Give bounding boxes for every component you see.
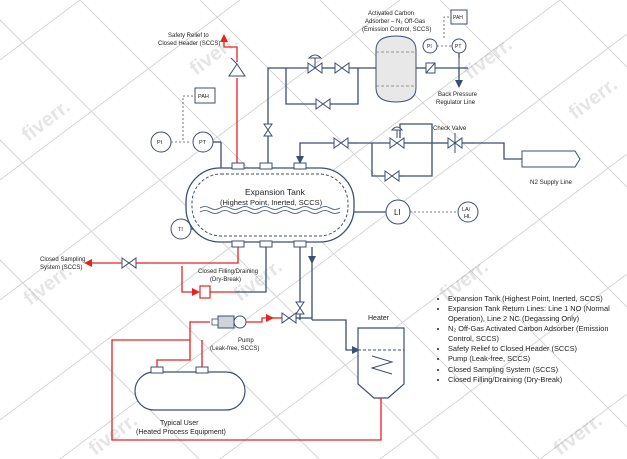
la-hl-text: LA/ xyxy=(462,207,471,213)
tank-title: Expansion Tank xyxy=(245,187,306,197)
level-instruments: LI LA/ HL xyxy=(354,199,479,225)
user-vessel xyxy=(134,371,246,411)
pump-label: Pump xyxy=(238,338,254,344)
pressure-instruments-top: PAH PI PT xyxy=(422,9,468,58)
sampling-label: Closed Sampling xyxy=(40,257,85,263)
watermark: fiverr. xyxy=(18,96,75,146)
bypass-valve-icon xyxy=(315,98,331,110)
valve-icon xyxy=(334,62,350,74)
expansion-tank xyxy=(185,162,355,248)
liquid-level xyxy=(199,206,341,214)
sampling-line xyxy=(84,247,239,269)
carbon-label: (Emission Control, SCCS) xyxy=(362,27,431,33)
isolation-valve-icon xyxy=(333,137,349,149)
legend-item: Expansion Tank Return Lines: Line 1 NO (… xyxy=(448,304,623,323)
pt-top-text: PT xyxy=(455,44,461,50)
user-label: (Heated Process Equipment) xyxy=(136,429,226,436)
pt-left-text: PT xyxy=(199,140,207,146)
typical-user xyxy=(134,340,246,411)
legend-item: Closed Filling/Draining (Dry-Break) xyxy=(448,375,623,384)
check-valve-label: Check Valve xyxy=(433,126,467,132)
carbon-label: Activated Carbon xyxy=(368,11,414,17)
relief-valve-icon xyxy=(228,57,246,77)
n2-supply-label: N2 Supply Line xyxy=(530,179,573,186)
vent-valve-icon xyxy=(263,123,273,137)
legend: Expansion Tank (Highest Point, Inerted, … xyxy=(440,294,623,386)
la-hl-circle xyxy=(457,201,479,223)
carbon-adsorber xyxy=(375,35,468,103)
back-pressure-label: Back Pressure xyxy=(438,92,478,98)
filling-label: Closed Filling/Draining xyxy=(198,269,258,275)
heater-coil-icon xyxy=(370,355,394,375)
tank-inner xyxy=(191,173,349,237)
vent-line xyxy=(263,54,376,163)
bypass-n2-valve-icon xyxy=(384,170,400,182)
pump-icon xyxy=(233,315,247,329)
heater-label: Heater xyxy=(368,315,390,322)
watermark: fiverr. xyxy=(565,74,622,124)
la-hl-text: HL xyxy=(464,214,471,220)
safety-relief-line xyxy=(220,34,246,168)
pump xyxy=(156,312,312,368)
pump-motor xyxy=(217,315,235,329)
n2-supply-box xyxy=(521,150,581,168)
user-label: Typical User xyxy=(160,420,199,427)
filling-label: (Dry-Break) xyxy=(210,277,241,283)
pi-left-text: PI xyxy=(157,140,163,146)
pump-discharge-valve-icon xyxy=(281,312,297,324)
tank-subtitle: (Highest Point, Inerted, SCCS) xyxy=(220,198,323,207)
return-lines xyxy=(236,247,360,354)
safety-relief-label: Safety Relief to xyxy=(168,33,209,39)
pi-top-circle xyxy=(422,38,438,54)
heater xyxy=(111,327,405,441)
legend-item: N₂ Off-Gas Activated Carbon Adsorber (Em… xyxy=(448,324,623,343)
ti-text: TI xyxy=(178,227,183,233)
heater-vessel xyxy=(357,327,405,399)
legend-item: Expansion Tank (Highest Point, Inerted, … xyxy=(448,294,623,303)
sampling-label: System (SCCS) xyxy=(40,265,82,271)
safety-relief-label: Closed Header (SCCS) xyxy=(158,41,220,47)
pah-top-text: PAH xyxy=(453,15,463,21)
regulator-valve-icon xyxy=(389,137,405,149)
pah-left-text: PAH xyxy=(198,94,209,100)
ti-circle xyxy=(170,218,192,240)
watermark-texts: fiverr. fiverr. fiverr. fiverr. fiverr. … xyxy=(18,30,622,459)
sampling-valve-icon xyxy=(121,257,137,269)
filling-line xyxy=(181,266,236,299)
pump-label: (Leak-free, SCCS) xyxy=(210,346,259,352)
pi-top-text: PI xyxy=(427,44,432,50)
li-text: LI xyxy=(394,208,401,217)
n2-supply-line xyxy=(296,123,581,182)
pah-box xyxy=(194,87,216,104)
pah-top-box xyxy=(450,9,468,25)
legend-item: Safety Relief to Closed Header (SCCS) xyxy=(448,344,623,353)
legend-item: Closed Sampling System (SCCS) xyxy=(448,365,623,374)
return-valve-icon xyxy=(295,301,305,315)
dry-break-box xyxy=(199,285,211,299)
watermark: fiverr. xyxy=(550,410,607,459)
pi-left-circle xyxy=(150,131,172,153)
back-pressure-label: Regulator Line xyxy=(436,100,476,106)
carbon-label: Adsorber – N₂ Off-Gas xyxy=(365,19,425,25)
legend-item: Pump (Leak-free, SCCS) xyxy=(448,354,623,363)
watermark: fiverr. xyxy=(460,34,517,84)
